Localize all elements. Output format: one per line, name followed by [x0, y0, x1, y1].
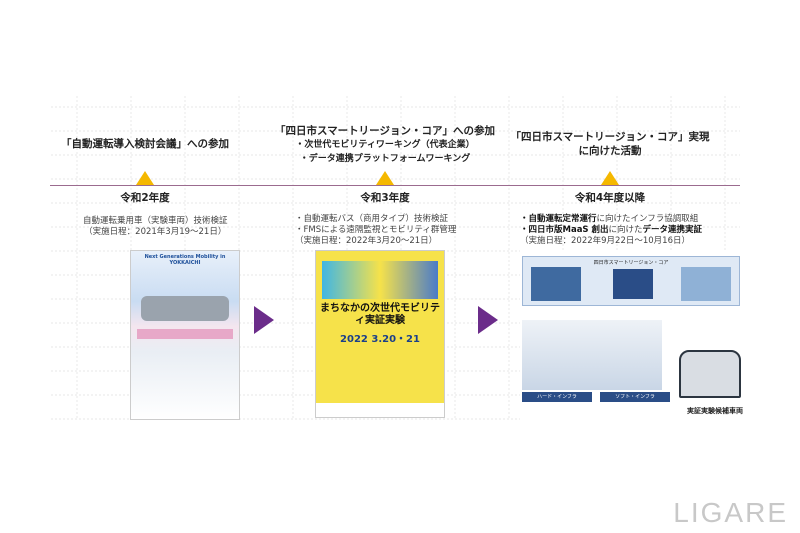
arrow-right-icon	[254, 306, 274, 334]
ligare-logo: LIGARE	[673, 497, 788, 528]
heading-col2-sub1: ・次世代モビリティワーキング（代表企業）	[295, 140, 475, 150]
bullets-col3: ・自動運転定常運行に向けたインフラ協調取組 ・四日市版MaaS 創出に向けたデー…	[520, 214, 702, 247]
tag-hard: ハード・インフラ	[522, 392, 592, 402]
bullet-rest: に向けた	[608, 225, 643, 235]
bullets-col2: ・自動運転バス（商用タイプ）技術検証 ・FMSによる遠隔監視とモビリティ群管理 …	[295, 214, 456, 247]
bullet: ・自動運転バス（商用タイプ）技術検証	[295, 214, 449, 224]
year-label-r4: 令和4年度以降	[574, 192, 646, 204]
heading-col2: 「四日市スマートリージョン・コア」への参加 ・次世代モビリティワーキング（代表企…	[270, 124, 500, 166]
flyer-title: Next Generations Mobility in YOKKAICHI	[144, 254, 226, 266]
bullet-bold: データ連携実証	[642, 225, 703, 235]
timeline-line	[50, 185, 740, 186]
bullet: ・四日市版MaaS 創出に向けたデータ連携実証	[520, 225, 702, 236]
concept-image-r4: 四日市スマートリージョン・コア ハード・インフラ ソフト・インフラ 実証実験候補…	[520, 250, 745, 420]
bullet: （実施日程：2021年3月19〜21日）	[84, 227, 227, 237]
tag-soft: ソフト・インフラ	[600, 392, 670, 402]
triangle-marker-icon	[376, 171, 394, 185]
year-label-r2: 令和2年度	[120, 192, 170, 204]
heading-col3-line1: 「四日市スマートリージョン・コア」実現	[510, 131, 710, 143]
heading-col1: 「自動運転導入検討会議」への参加	[61, 138, 229, 150]
bullet: ・FMSによる遠隔監視とモビリティ群管理	[295, 225, 457, 235]
bullets-col1: 自動運転乗用車（実験車両）技術検証 （実施日程：2021年3月19〜21日）	[83, 216, 228, 238]
bullet: ・自動運転定常運行に向けたインフラ協調取組	[520, 214, 702, 225]
concept-title: 四日市スマートリージョン・コア	[593, 260, 669, 266]
bullet-bold: ・自動運転定常運行	[520, 214, 597, 224]
flyer-image-r3: まちなかの次世代モビリティ実証実験 2022 3.20・21	[315, 250, 445, 418]
flyer-title: まちなかの次世代モビリティ実証実験	[320, 303, 440, 326]
heading-col3: 「四日市スマートリージョン・コア」実現 に向けた活動	[505, 130, 715, 158]
heading-col3-line2: に向けた活動	[578, 145, 642, 157]
heading-col2-sub2: ・データ連携プラットフォームワーキング	[299, 154, 471, 164]
flyer-image-r2: Next Generations Mobility in YOKKAICHI	[130, 250, 240, 420]
heading-col2-title: 「四日市スマートリージョン・コア」への参加	[275, 125, 495, 137]
bullet: （実施日程：2022年3月20〜21日）	[295, 236, 438, 246]
triangle-marker-icon	[136, 171, 154, 185]
triangle-marker-icon	[601, 171, 619, 185]
bullet: 自動運転乗用車（実験車両）技術検証	[83, 216, 228, 226]
arrow-right-icon	[478, 306, 498, 334]
bullet-rest: に向けたインフラ協調取組	[596, 214, 699, 224]
year-label-r3: 令和3年度	[360, 192, 410, 204]
vehicle-caption: 実証実験候補車両	[687, 407, 743, 415]
flyer-date: 2022 3.20・21	[340, 334, 420, 345]
bullet-bold: ・四日市版MaaS 創出	[520, 225, 609, 235]
bullet: （実施日程：2022年9月22日〜10月16日）	[520, 236, 690, 246]
